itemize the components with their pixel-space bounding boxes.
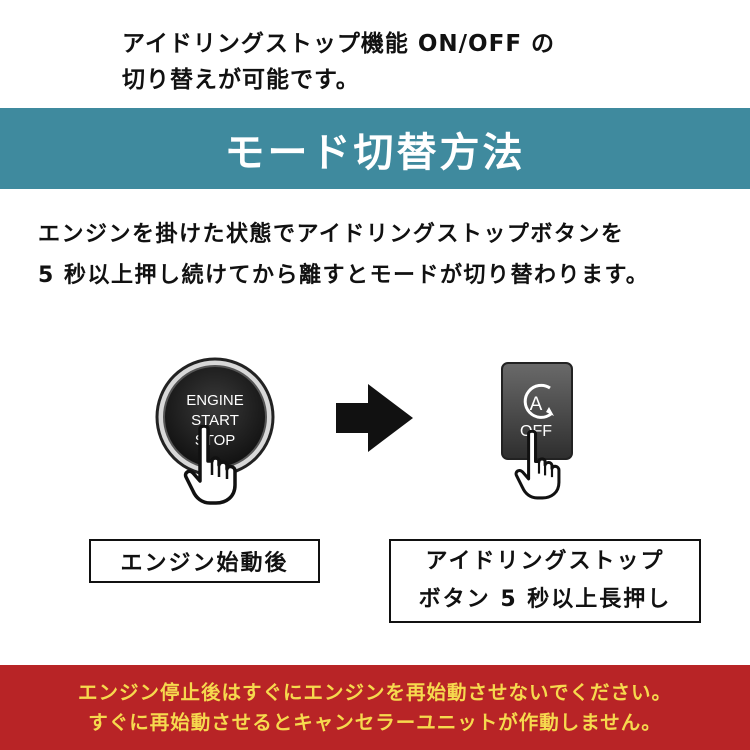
intro-line-2: 切り替えが可能です。 [122, 67, 360, 93]
auto-arrow-icon [523, 383, 552, 419]
warning-line-1: エンジン停止後はすぐにエンジンを再始動させないでください。 [78, 680, 672, 704]
banner-title: モード切替方法 [224, 129, 526, 176]
mode-switch-banner: モード切替方法 [0, 108, 750, 189]
label-right-line-2: ボタン 5 秒以上長押し [418, 587, 672, 612]
label-left-text: エンジン始動後 [120, 551, 289, 576]
engine-start-stop-button-illustration: ENGINE START STOP [155, 357, 275, 477]
label-right-line-1: アイドリングストップ [425, 549, 665, 574]
instruction-line-1: エンジンを掛けた状態でアイドリングストップボタンを [38, 222, 625, 247]
after-engine-start-label: エンジン始動後 [89, 539, 320, 583]
instruction-line-2: 5 秒以上押し続けてから離すとモードが切り替わります。 [38, 263, 650, 288]
engine-button-line-1: ENGINE [186, 392, 244, 409]
long-press-label: アイドリングストップ ボタン 5 秒以上長押し [389, 539, 701, 623]
procedure-figure: ENGINE START STOP A OFF [155, 357, 573, 505]
intro-line-1: アイドリングストップ機能 ON/OFF の [122, 31, 556, 57]
engine-button-line-2: START [191, 412, 239, 429]
warning-banner: エンジン停止後はすぐにエンジンを再始動させないでください。 すぐに再始動させると… [0, 665, 750, 750]
idle-button-symbol: A [530, 394, 543, 415]
instruction-text: エンジンを掛けた状態でアイドリングストップボタンを 5 秒以上押し続けてから離す… [38, 214, 649, 296]
arrow-right-icon [336, 384, 413, 452]
warning-line-2: すぐに再始動させるとキャンセラーユニットが作動しません。 [88, 710, 662, 734]
intro-text: アイドリングストップ機能 ON/OFF の 切り替えが可能です。 [122, 26, 555, 98]
